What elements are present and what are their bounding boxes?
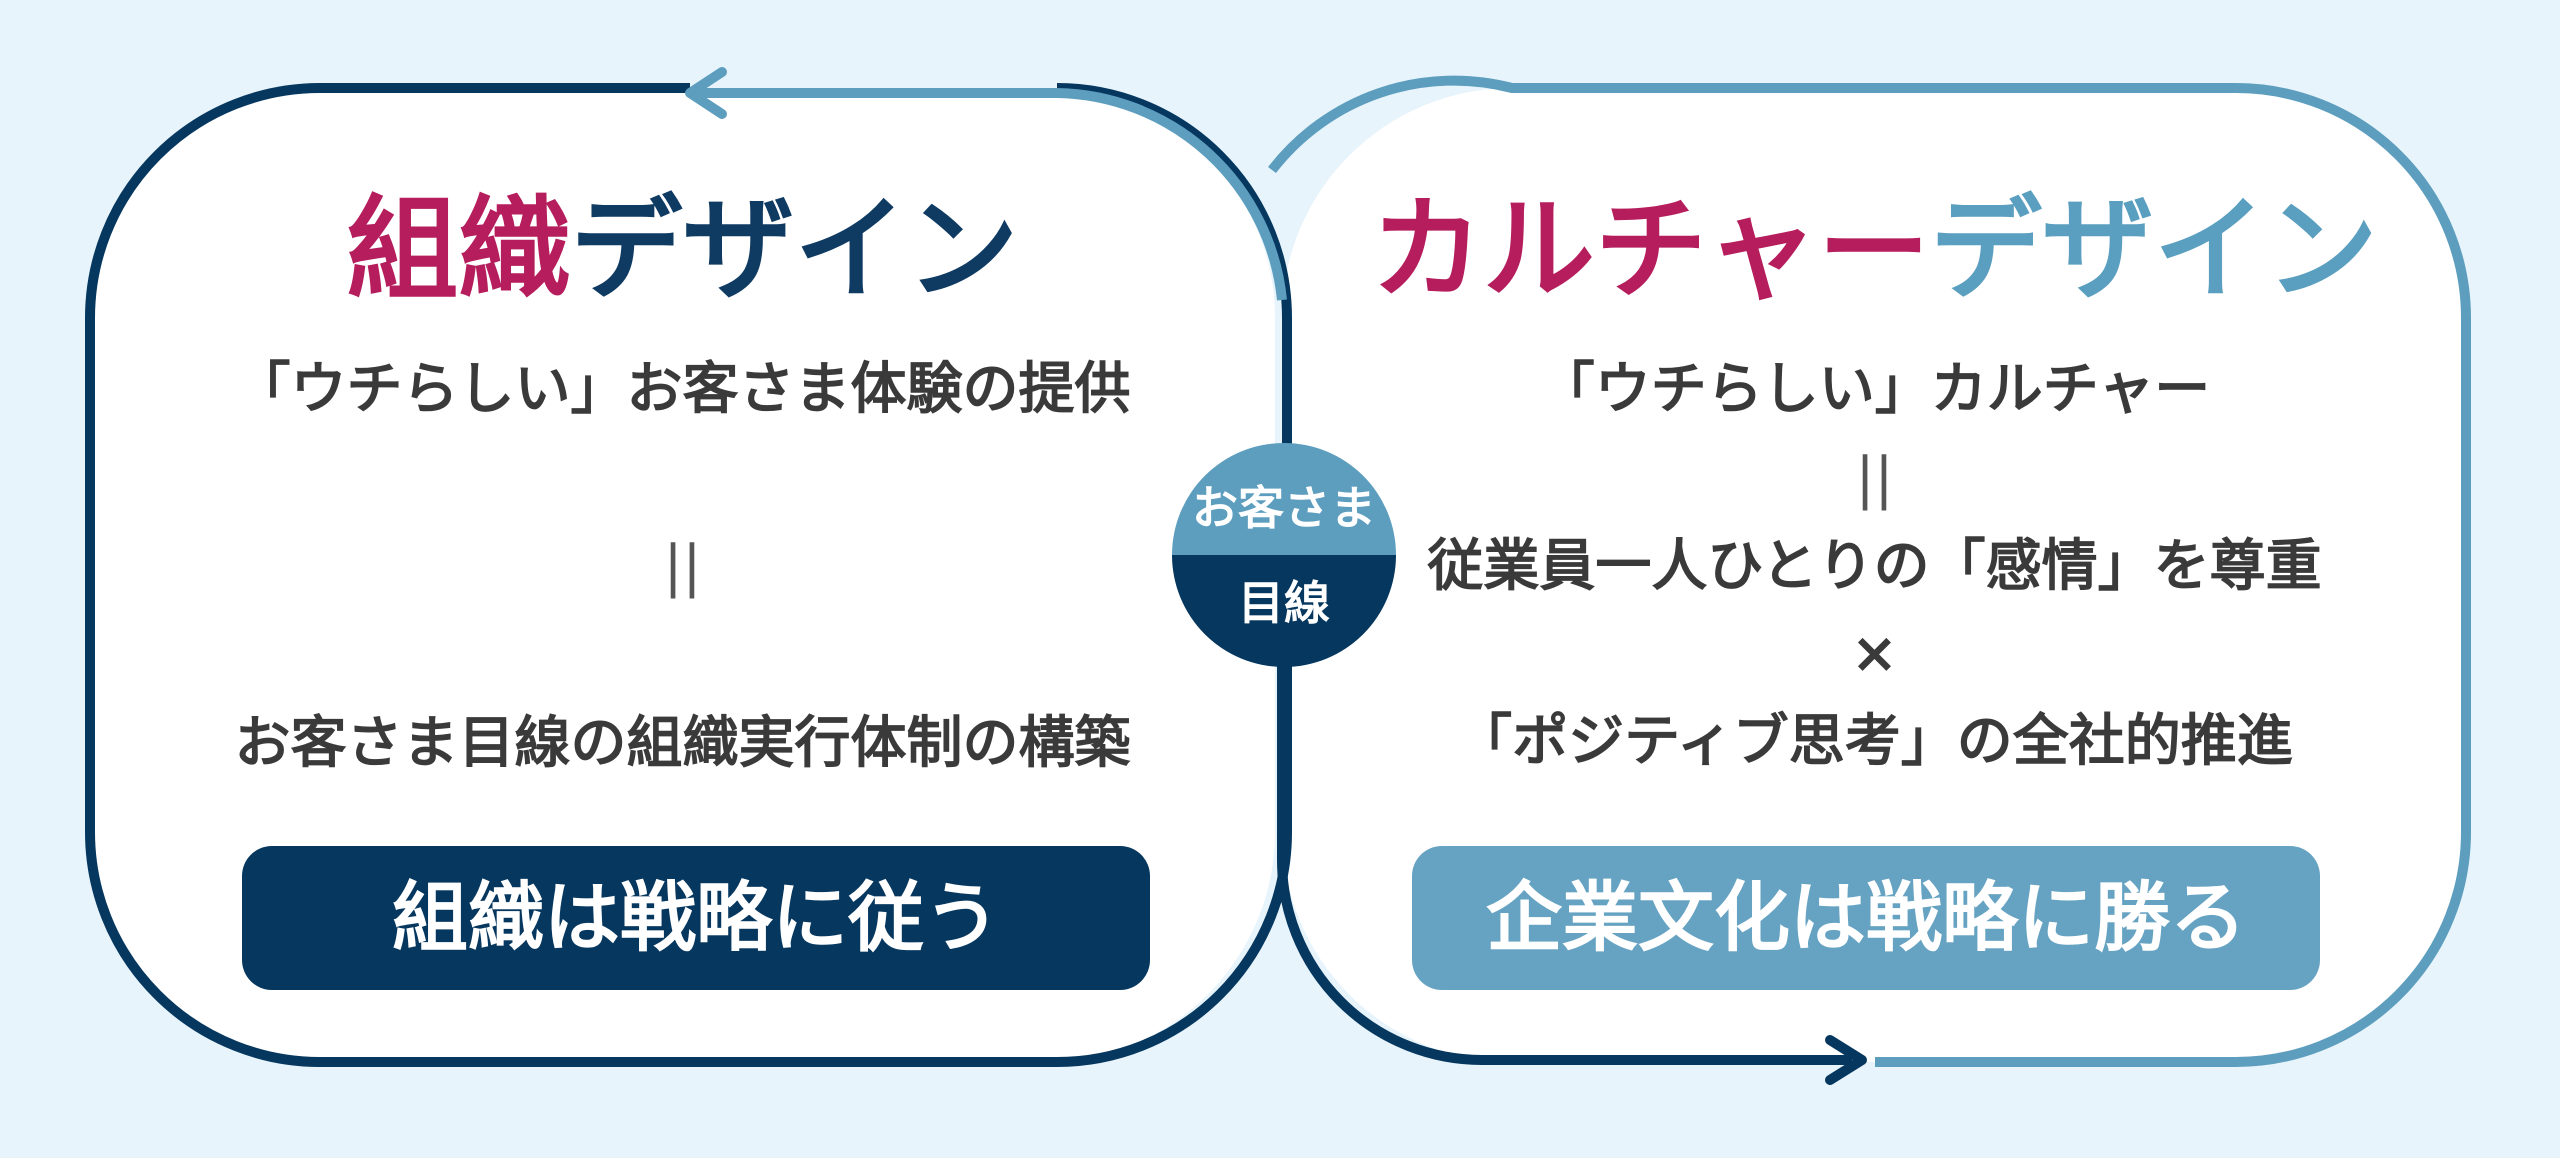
left-statement-2: お客さま目線の組織実行体制の構築 bbox=[234, 711, 1131, 776]
left-outline-navy-main bbox=[85, 83, 1292, 1067]
right-statement-2: 従業員一人ひとりの「感情」を尊重 bbox=[1427, 534, 2322, 599]
customer-perspective-badge: お客さま 目線 bbox=[1172, 443, 1396, 667]
arrow-left-icon bbox=[685, 67, 727, 119]
badge-top-text: お客さま bbox=[1172, 443, 1396, 555]
right-statement-1: 「ウチらしい」カルチャー bbox=[1538, 357, 2211, 422]
organization-design-title: 組織デザイン bbox=[90, 183, 1275, 317]
bottom-arc-navy bbox=[1277, 660, 1852, 1065]
title-accent: 組織 bbox=[346, 185, 571, 315]
culture-design-card: カルチャーデザイン 「ウチらしい」カルチャー || 従業員一人ひとりの「感情」を… bbox=[1282, 88, 2467, 1062]
badge-bottom-text: 目線 bbox=[1172, 555, 1396, 667]
culture-beats-strategy-badge: 企業文化は戦略に勝る bbox=[1412, 846, 2320, 990]
top-arc-light bbox=[690, 88, 1287, 301]
right-outline-light bbox=[1268, 75, 2471, 1067]
left-equals: || bbox=[663, 534, 702, 599]
organization-design-card: 組織デザイン 「ウチらしい」お客さま体験の提供 || お客さま目線の組織実行体制… bbox=[90, 88, 1275, 1062]
right-equals: || bbox=[1855, 446, 1894, 511]
arrow-right-icon bbox=[1825, 1035, 1867, 1085]
left-statement-1: 「ウチらしい」お客さま体験の提供 bbox=[234, 357, 1131, 422]
culture-design-title: カルチャーデザイン bbox=[1282, 183, 2467, 317]
right-statement-3: 「ポジティブ思考」の全社的推進 bbox=[1456, 709, 2293, 774]
title-accent: カルチャー bbox=[1371, 185, 1930, 315]
organization-follows-strategy-badge: 組織は戦略に従う bbox=[242, 846, 1150, 990]
right-times: × bbox=[1851, 621, 1898, 686]
title-rest: デザイン bbox=[570, 185, 1019, 315]
title-rest: デザイン bbox=[1929, 185, 2378, 315]
